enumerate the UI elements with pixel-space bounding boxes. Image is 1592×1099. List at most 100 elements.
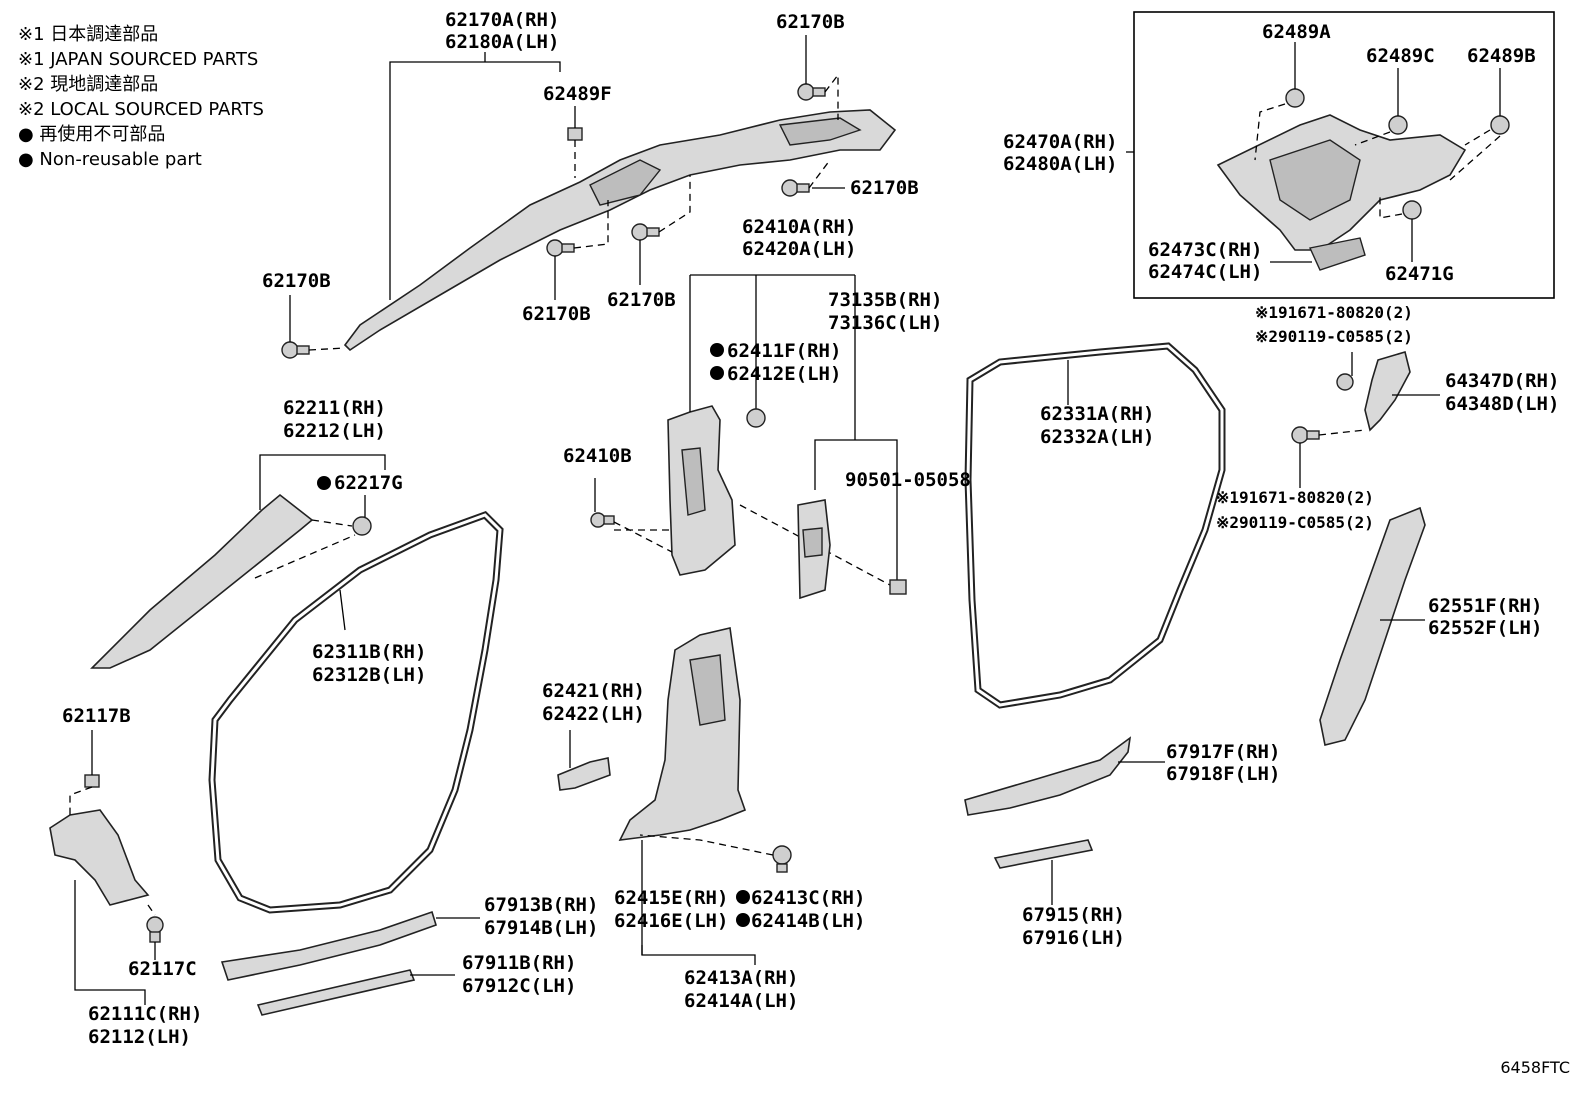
front-door-weatherstrip[interactable] bbox=[208, 510, 504, 914]
kit-box bbox=[1133, 11, 1555, 299]
screw-bottom[interactable] bbox=[1291, 426, 1320, 444]
legend-line-4: ※2 LOCAL SOURCED PARTS bbox=[18, 99, 264, 120]
label-62551F-rh: 62551F(RH) bbox=[1428, 595, 1542, 617]
label-62117C: 62117C bbox=[128, 958, 197, 980]
label-62413C-rh: 62413C(RH) bbox=[751, 887, 865, 909]
label-62170B-mid1: 62170B bbox=[522, 303, 591, 325]
label-62211-rh: 62211(RH) bbox=[283, 397, 386, 419]
label-67913B-rh: 67913B(RH) bbox=[484, 894, 598, 916]
label-67915-rh: 67915(RH) bbox=[1022, 904, 1125, 926]
clip-62489B[interactable] bbox=[1490, 115, 1510, 135]
label-62489F: 62489F bbox=[543, 83, 612, 105]
clip-62170B-right[interactable] bbox=[781, 179, 810, 197]
rear-door-weatherstrip[interactable] bbox=[964, 342, 1226, 709]
label-62415E-rh: 62415E(RH) bbox=[614, 887, 728, 909]
label-62489C: 62489C bbox=[1366, 45, 1435, 67]
label-62474C-lh: 62474C(LH) bbox=[1148, 261, 1262, 283]
label-62112-lh: 62112(LH) bbox=[88, 1026, 191, 1048]
legend-line-2: ※1 JAPAN SOURCED PARTS bbox=[18, 49, 259, 70]
rear-pillar-side-trim[interactable] bbox=[1319, 506, 1426, 746]
note-91671-bottom: ※191671-80820(2) bbox=[1216, 488, 1374, 507]
front-sill-plate[interactable] bbox=[256, 969, 416, 1016]
clip-62489F[interactable] bbox=[567, 127, 583, 141]
label-62311B-rh: 62311B(RH) bbox=[312, 641, 426, 663]
pillar-bracket[interactable] bbox=[557, 757, 611, 791]
label-62170B-top: 62170B bbox=[776, 11, 845, 33]
clip-62410B[interactable] bbox=[590, 512, 615, 528]
label-62552F-lh: 62552F(LH) bbox=[1428, 617, 1542, 639]
non-reusable-dot-62217G bbox=[317, 476, 331, 490]
clip-62117B[interactable] bbox=[84, 774, 100, 788]
clip-62170B-mid1[interactable] bbox=[546, 239, 575, 257]
center-pillar-upper-trim[interactable] bbox=[667, 405, 736, 576]
legend-line-6: ● Non-reusable part bbox=[18, 149, 202, 170]
non-reusable-dot-62412E bbox=[710, 366, 724, 380]
label-62332A-lh: 62332A(LH) bbox=[1040, 426, 1154, 448]
label-62331A-rh: 62331A(RH) bbox=[1040, 403, 1154, 425]
label-62489B: 62489B bbox=[1467, 45, 1536, 67]
label-62117B: 62117B bbox=[62, 705, 131, 727]
note-90119-top: ※290119-C0585(2) bbox=[1255, 327, 1413, 346]
label-62111C-rh: 62111C(RH) bbox=[88, 1003, 202, 1025]
label-62170A-rh: 62170A(RH) bbox=[445, 9, 559, 31]
label-67912C-lh: 67912C(LH) bbox=[462, 975, 576, 997]
clip-62170B-left[interactable] bbox=[281, 341, 310, 359]
label-67914B-lh: 67914B(LH) bbox=[484, 917, 598, 939]
label-62410B: 62410B bbox=[563, 445, 632, 467]
label-62471G: 62471G bbox=[1385, 263, 1454, 285]
roof-side-rail-garnish[interactable] bbox=[343, 109, 897, 352]
label-62421-rh: 62421(RH) bbox=[542, 680, 645, 702]
label-62412E-lh: 62412E(LH) bbox=[727, 363, 841, 385]
front-pillar-garnish[interactable] bbox=[90, 493, 314, 669]
center-pillar-lower-trim[interactable] bbox=[618, 627, 747, 841]
screw-top[interactable] bbox=[1336, 373, 1354, 391]
label-62414B-lh: 62414B(LH) bbox=[751, 910, 865, 932]
note-90119-bottom: ※290119-C0585(2) bbox=[1216, 513, 1374, 532]
clip-62489A[interactable] bbox=[1285, 88, 1305, 108]
clip-62117C[interactable] bbox=[146, 916, 164, 943]
label-62312B-lh: 62312B(LH) bbox=[312, 664, 426, 686]
diagram-reference-code: 6458FTC bbox=[1500, 1058, 1570, 1077]
label-62170B-mid2: 62170B bbox=[607, 289, 676, 311]
clip-62471G[interactable] bbox=[1402, 200, 1422, 220]
clip-62489C[interactable] bbox=[1388, 115, 1408, 135]
label-62410A-rh: 62410A(RH) bbox=[742, 216, 856, 238]
assist-grip-bracket[interactable] bbox=[1364, 350, 1411, 432]
label-62413A-rh: 62413A(RH) bbox=[684, 967, 798, 989]
nut-90501-05058[interactable] bbox=[889, 579, 907, 595]
label-62180A-lh: 62180A(LH) bbox=[445, 31, 559, 53]
rear-scuff-plate[interactable] bbox=[964, 736, 1132, 816]
quarter-trim-panel[interactable] bbox=[1216, 114, 1467, 271]
legend-line-1: ※1 日本調達部品 bbox=[18, 24, 159, 45]
label-62422-lh: 62422(LH) bbox=[542, 703, 645, 725]
legend: ※1 日本調達部品 ※1 JAPAN SOURCED PARTS ※2 現地調達… bbox=[18, 22, 264, 172]
label-62420A-lh: 62420A(LH) bbox=[742, 238, 856, 260]
label-73135B-rh: 73135B(RH) bbox=[828, 289, 942, 311]
label-62470A-rh: 62470A(RH) bbox=[1003, 131, 1117, 153]
non-reusable-dot-62413C bbox=[736, 890, 750, 904]
clip-62217G[interactable] bbox=[352, 516, 372, 536]
label-62489A: 62489A bbox=[1262, 21, 1331, 43]
label-62414A-lh: 62414A(LH) bbox=[684, 990, 798, 1012]
front-scuff-plate[interactable] bbox=[220, 910, 437, 981]
seat-belt-guide[interactable] bbox=[797, 499, 831, 600]
non-reusable-dot-62411F bbox=[710, 343, 724, 357]
legend-line-3: ※2 現地調達部品 bbox=[18, 74, 159, 95]
clip-62413C[interactable] bbox=[772, 845, 792, 873]
label-64348D-lh: 64348D(LH) bbox=[1445, 393, 1559, 415]
label-67917F-rh: 67917F(RH) bbox=[1166, 741, 1280, 763]
label-62212-lh: 62212(LH) bbox=[283, 420, 386, 442]
clip-62411F[interactable] bbox=[746, 408, 766, 428]
label-73136C-lh: 73136C(LH) bbox=[828, 312, 942, 334]
clip-62170B-top[interactable] bbox=[797, 83, 826, 101]
rear-sill-plate[interactable] bbox=[993, 839, 1094, 869]
non-reusable-dot-62414B bbox=[736, 913, 750, 927]
label-62480A-lh: 62480A(LH) bbox=[1003, 153, 1117, 175]
label-90501-05058: 90501-05058 bbox=[845, 469, 971, 491]
label-62170B-right: 62170B bbox=[850, 177, 919, 199]
cowl-side-trim[interactable] bbox=[49, 809, 150, 906]
note-91671-top: ※191671-80820(2) bbox=[1255, 303, 1413, 322]
clip-62170B-mid2[interactable] bbox=[631, 223, 660, 241]
label-62411F-rh: 62411F(RH) bbox=[727, 340, 841, 362]
